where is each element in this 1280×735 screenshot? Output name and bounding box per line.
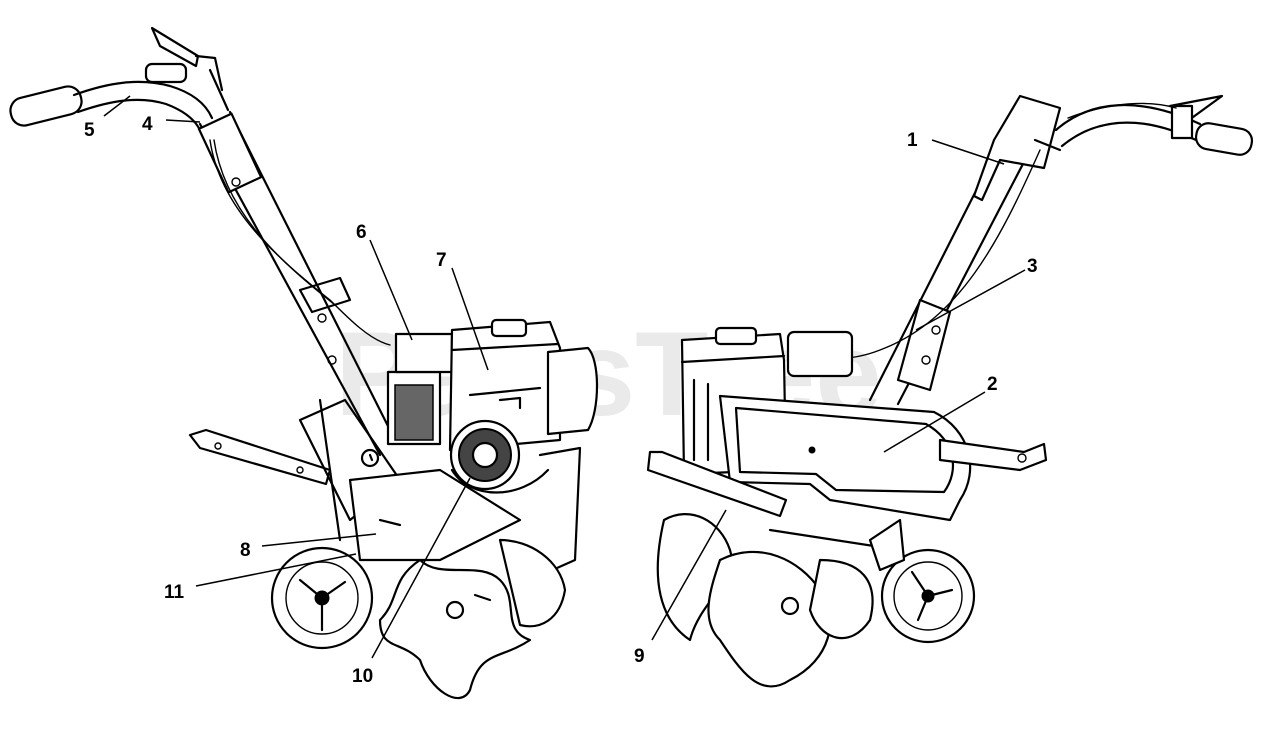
left-tiller bbox=[9, 26, 599, 700]
callout-1: 1 bbox=[907, 130, 918, 151]
callout-labels: 1 2 3 4 5 6 7 8 9 10 11 bbox=[84, 114, 1038, 687]
callout-4: 4 bbox=[142, 114, 153, 135]
leader-7 bbox=[451, 267, 489, 371]
left-frame bbox=[188, 398, 582, 582]
right-handle-bars bbox=[819, 94, 1062, 406]
callout-5: 5 bbox=[84, 120, 95, 141]
left-handle-bars bbox=[197, 110, 397, 457]
leader-2 bbox=[883, 391, 986, 453]
right-tines bbox=[656, 513, 902, 688]
left-transport-wheel bbox=[270, 546, 374, 650]
leader-1 bbox=[931, 139, 1005, 165]
right-handle-grip bbox=[1054, 94, 1254, 156]
left-engine bbox=[386, 318, 599, 494]
leader-6 bbox=[369, 239, 413, 341]
left-handle-grip bbox=[9, 80, 214, 132]
leader-11 bbox=[195, 553, 357, 587]
leader-4 bbox=[165, 119, 201, 123]
callout-2: 2 bbox=[987, 374, 998, 395]
right-tiller bbox=[646, 94, 1254, 688]
left-control-lever bbox=[144, 26, 230, 112]
leader-10 bbox=[371, 477, 471, 659]
leader-8 bbox=[261, 533, 377, 547]
leader-5 bbox=[103, 95, 131, 117]
leader-9 bbox=[651, 509, 727, 641]
callout-6: 6 bbox=[356, 222, 367, 243]
callout-7: 7 bbox=[436, 250, 447, 271]
leader-3 bbox=[915, 269, 1026, 331]
left-tines bbox=[378, 538, 567, 700]
right-transport-wheel bbox=[868, 518, 976, 644]
callout-11: 11 bbox=[164, 582, 185, 603]
callout-3: 3 bbox=[1027, 256, 1038, 277]
leader-lines bbox=[103, 95, 1026, 659]
callout-8: 8 bbox=[240, 540, 251, 561]
callout-9: 9 bbox=[634, 646, 645, 667]
right-tine-shield bbox=[646, 394, 1048, 522]
callout-10: 10 bbox=[352, 666, 373, 687]
